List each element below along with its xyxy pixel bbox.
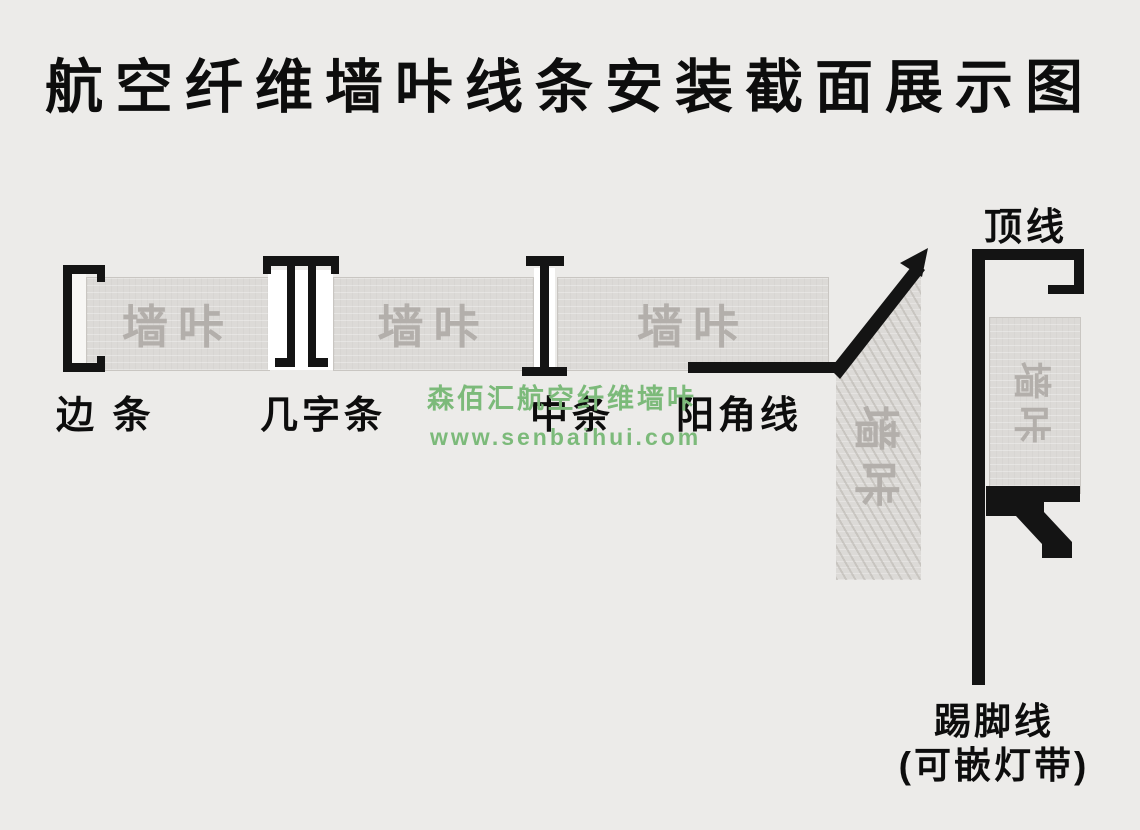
- wall-panel-horizontal-1: 墙咔: [86, 277, 270, 371]
- wall-panel-right-vertical: 墙咔: [989, 317, 1081, 494]
- ji-strip-gap: [268, 270, 333, 370]
- middle-strip-label: 中条: [530, 395, 615, 437]
- edge-strip-gap: [72, 274, 86, 363]
- wall-base-line: [972, 249, 985, 685]
- skirting-profile: [986, 486, 1080, 558]
- wall-panel-label: 墙咔: [849, 405, 902, 518]
- corner-arrow-icon: [900, 248, 928, 277]
- edge-strip-label: 边 条: [56, 395, 155, 437]
- wall-panel-label: 墙咔: [1009, 361, 1052, 450]
- wall-panel-label: 墙咔: [637, 301, 749, 353]
- corner-line-label: 阳角线: [676, 395, 803, 437]
- wall-panel-label: 墙咔: [122, 301, 234, 353]
- top-line-profile: [974, 249, 1084, 294]
- skirting-label-group: 踢脚线 (可嵌灯带): [858, 700, 1130, 789]
- watermark-url: www.senbaihui.com: [430, 424, 702, 450]
- page-title: 航空纤维墙咔线条安装截面展示图: [44, 55, 1095, 120]
- ji-strip-label: 几字条: [260, 395, 387, 437]
- middle-strip-gap: [534, 268, 555, 370]
- wall-panel-horizontal-3: 墙咔: [557, 277, 829, 371]
- ji-strip-profile: [263, 256, 339, 367]
- skirting-note-label: (可嵌灯带): [898, 745, 1090, 787]
- wall-panel-corner-vertical: 墙咔: [836, 267, 921, 580]
- wall-panel-label: 墙咔: [377, 301, 490, 353]
- watermark-brand: 森佰汇航空纤维墙咔: [427, 384, 697, 414]
- top-line-label: 顶线: [984, 207, 1069, 249]
- skirting-line-label: 踢脚线: [934, 701, 1054, 742]
- wall-panel-horizontal-2: 墙咔: [333, 277, 534, 371]
